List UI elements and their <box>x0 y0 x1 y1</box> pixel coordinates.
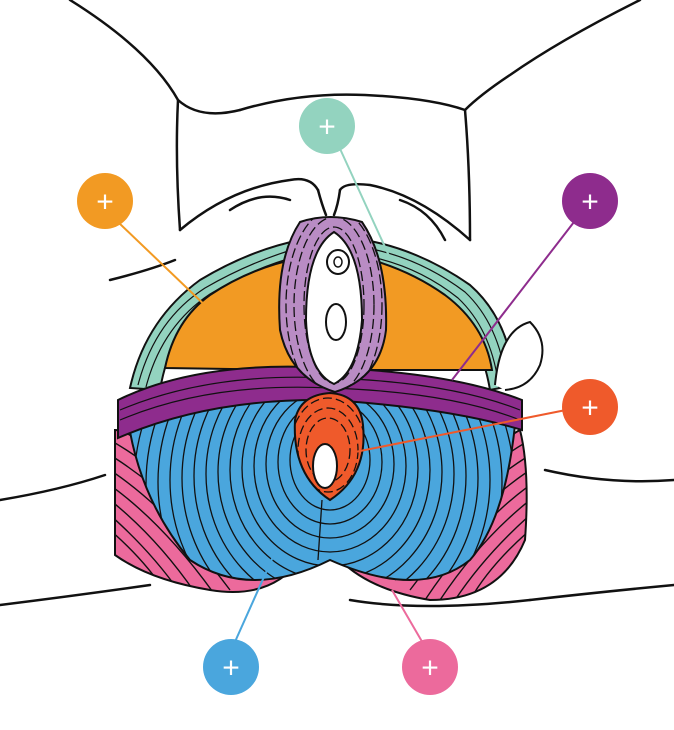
leader-line-blue <box>233 549 277 645</box>
lavender-muscle <box>278 216 388 394</box>
hotspot-button-blue[interactable]: + <box>203 639 259 695</box>
red-sphincter <box>293 391 365 502</box>
hotspot-button-red[interactable]: + <box>562 379 618 435</box>
leader-line-purple <box>451 221 575 381</box>
leader-lines <box>117 139 575 646</box>
hotspot-circle <box>402 639 458 695</box>
leader-line-red <box>354 409 567 453</box>
plus-icon: + <box>581 186 599 219</box>
hotspot-button-teal[interactable]: + <box>299 98 355 154</box>
plus-icon: + <box>318 111 336 144</box>
plus-icon: + <box>581 392 599 425</box>
hotspot-circle <box>77 173 133 229</box>
hotspot-button-pink[interactable]: + <box>402 639 458 695</box>
hotspot-circle <box>562 173 618 229</box>
hotspot-circle <box>203 639 259 695</box>
side-contour <box>494 320 544 391</box>
leader-line-pink <box>391 589 425 646</box>
leader-line-teal <box>335 139 391 259</box>
hotspot-button-purple[interactable]: + <box>562 173 618 229</box>
hotspot-circle <box>299 98 355 154</box>
body-outline <box>0 0 674 608</box>
plus-icon: + <box>96 186 114 219</box>
hotspot-circle <box>562 379 618 435</box>
plus-icon: + <box>421 652 439 685</box>
plus-icon: + <box>222 652 240 685</box>
hotspot-button-orange[interactable]: + <box>77 173 133 229</box>
leader-line-orange <box>117 221 213 313</box>
